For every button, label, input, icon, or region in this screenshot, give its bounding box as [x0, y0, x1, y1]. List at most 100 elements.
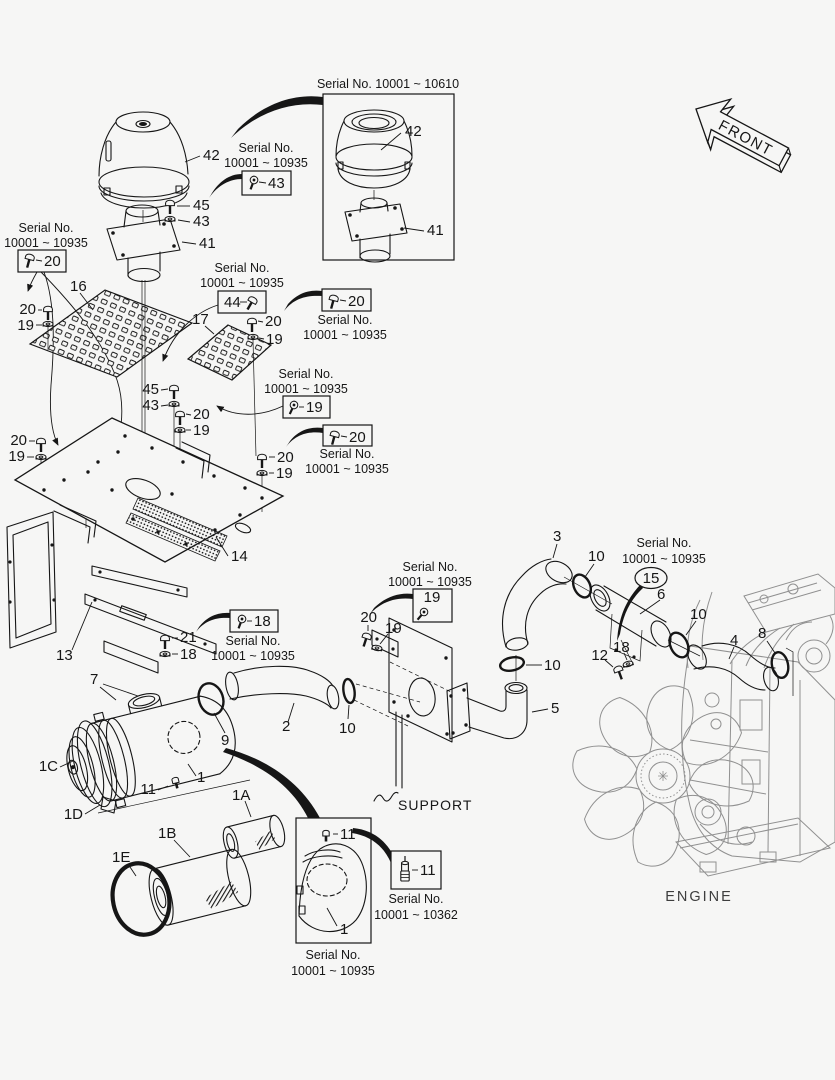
serial-label: Serial No.: [279, 367, 334, 381]
part-label-14: 14: [231, 548, 248, 565]
part-label-19: 19: [193, 422, 210, 439]
part-label-42: 42: [405, 123, 422, 140]
part-label-42-main: 42: [203, 147, 220, 164]
boxed-part-19: 19: [424, 589, 441, 606]
oring-10-low: 10: [498, 655, 561, 674]
part-label-45: 45: [142, 381, 159, 398]
part-label-4: 4: [730, 632, 738, 649]
elbow-hose-2: 9 2 10: [197, 665, 421, 749]
plate-14: 14: [13, 417, 285, 565]
support-label: SUPPORT: [398, 797, 472, 813]
part-label-16: 16: [70, 278, 87, 295]
side-panel: [6, 511, 57, 649]
serial-label: Serial No.: [306, 948, 361, 962]
serial-range: 10001 ~ 10935: [200, 276, 284, 290]
boxed-part-18: 18: [254, 613, 271, 630]
serial-label: Serial No.: [637, 536, 692, 550]
part-label-7: 7: [90, 671, 98, 688]
bolt-12-18: 12 18: [591, 639, 635, 683]
serial-range: 10001 ~ 10935: [291, 964, 375, 978]
part-label-10: 10: [339, 720, 356, 737]
part-label-19: 19: [266, 331, 283, 348]
plate-16: 16: [28, 278, 194, 378]
engine-fan: [572, 685, 754, 867]
serial-label: Serial No.: [320, 447, 375, 461]
serial-range: 10001 ~ 10935: [4, 236, 88, 250]
serial-label: Serial No.: [215, 261, 270, 275]
boxed-part-43: 43: [268, 175, 285, 192]
part-label-18: 18: [180, 646, 197, 663]
serial-box-19-support: Serial No. 10001 ~ 10935 19: [370, 560, 472, 624]
boxed-part-20: 20: [349, 429, 366, 446]
part-label-41-main: 41: [199, 235, 216, 252]
part-label-11-sensor: 11: [420, 862, 436, 879]
top-inset-header: Serial No. 10001 ~ 10610: [317, 77, 459, 91]
fastener-pair-right: 20 19: [256, 449, 294, 512]
boxed-part-19: 19: [306, 399, 323, 416]
part-label-1: 1: [197, 769, 205, 786]
part-label-20: 20: [360, 609, 377, 626]
oring-10-a: 10: [563, 548, 613, 605]
part-label-20: 20: [19, 301, 36, 318]
part-label-19: 19: [8, 448, 25, 465]
engine-label: ENGINE: [665, 889, 733, 905]
serial-range: 10001 ~ 10935: [388, 575, 472, 589]
oval-part-15: 15: [643, 570, 660, 587]
serial-box-43: Serial No. 10001 ~ 10935 43: [209, 141, 308, 198]
part-label-8: 8: [758, 625, 766, 642]
part-label-11-inset: 11: [340, 826, 356, 843]
serial-range: 10001 ~ 10935: [264, 382, 348, 396]
inset-base-41: [344, 197, 408, 263]
serial-range: 10001 ~ 10935: [211, 649, 295, 663]
serial-range: 10001 ~ 10935: [224, 156, 308, 170]
serial-label: Serial No.: [226, 634, 281, 648]
swoosh-to-inset: [223, 748, 320, 818]
oring-10-b: 10: [667, 606, 707, 659]
part-label-1-inset: 1: [340, 921, 348, 938]
top-inset: Serial No. 10001 ~ 10610 42 41: [231, 77, 459, 263]
part-label-1d: 1D: [64, 806, 83, 823]
part-label-1a: 1A: [232, 787, 250, 804]
part-label-11: 11: [140, 781, 156, 798]
filter-elements: 1A 1B 1E: [97, 779, 286, 937]
part-label-20: 20: [193, 406, 210, 423]
part-label-18: 18: [613, 639, 630, 656]
serial-oval-15: Serial No. 10001 ~ 10935 15: [617, 536, 706, 663]
part-label-21: 21: [180, 629, 197, 646]
air-cleaner-body: 7 1C 1D 11 1: [39, 671, 236, 823]
part-label-20: 20: [277, 449, 294, 466]
serial-box-18: 18 Serial No. 10001 ~ 10935: [196, 609, 295, 663]
part-label-45: 45: [193, 197, 210, 214]
part-label-1b: 1B: [158, 825, 176, 842]
part-label-43: 43: [142, 397, 159, 414]
part-label-19: 19: [17, 317, 34, 334]
serial-range-sensor: 10001 ~ 10362: [374, 908, 458, 922]
serial-label: Serial No.: [389, 892, 444, 906]
serial-label: Serial No.: [19, 221, 74, 235]
boxed-part-20: 20: [348, 293, 365, 310]
part-label-19: 19: [385, 620, 402, 637]
serial-label: Serial No.: [403, 560, 458, 574]
part-label-41: 41: [427, 222, 444, 239]
serial-range: 10001 ~ 10935: [303, 328, 387, 342]
main-base-41: 45 43 41: [106, 197, 216, 283]
part-label-5: 5: [551, 700, 559, 717]
hose-3: 3: [502, 528, 573, 651]
part-label-9: 9: [221, 732, 229, 749]
pipe-5: 5: [446, 655, 559, 740]
front-arrow: FRONT: [695, 97, 792, 174]
part-label-10: 10: [544, 657, 561, 674]
fastener-pair-plate17: 20 19: [246, 313, 283, 457]
part-label-1e: 1E: [112, 849, 130, 866]
part-label-2: 2: [282, 718, 290, 735]
hose-4: 4: [687, 632, 779, 692]
main-cap-42: 42: [98, 111, 220, 209]
serial-box-20-mid: 20 Serial No. 10001 ~ 10935: [286, 424, 389, 476]
part-label-20: 20: [265, 313, 282, 330]
boxed-part-44: 44: [224, 294, 241, 311]
serial-label: Serial No.: [318, 313, 373, 327]
serial-box-19-center: Serial No. 10001 ~ 10935 19: [216, 367, 348, 419]
part-label-6: 6: [657, 586, 665, 603]
